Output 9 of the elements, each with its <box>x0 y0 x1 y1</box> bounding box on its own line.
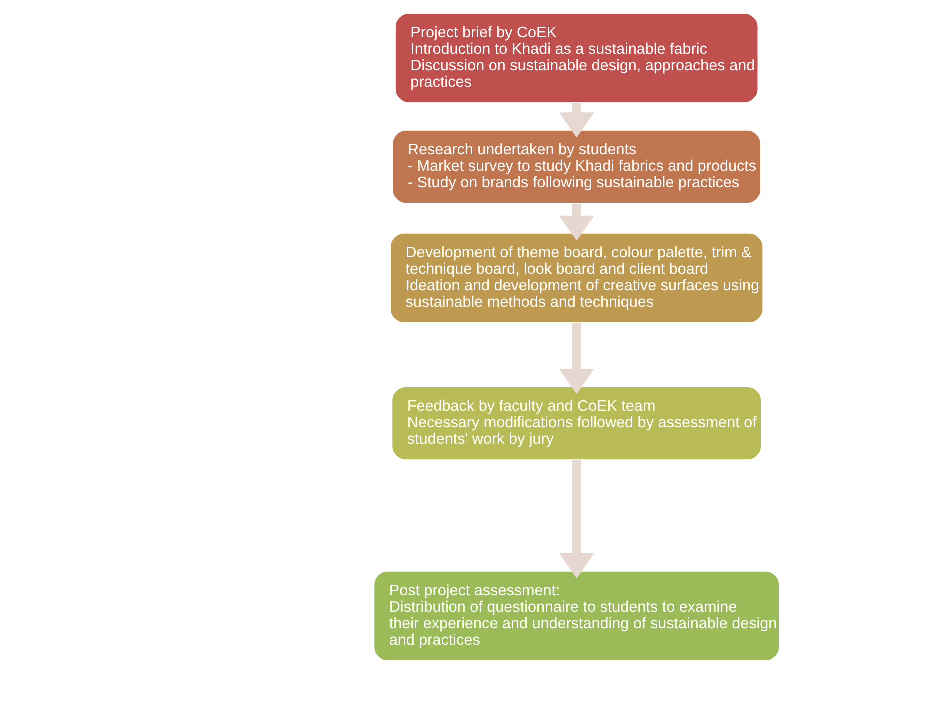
arrow <box>559 322 594 394</box>
arrow <box>559 460 594 578</box>
node-box: Development of theme board, colour palette, trim & technique board, look board and client board Ideation and development of creative surfaces using sustainable methods and techniques <box>390 232 764 324</box>
node-box: Feedback by faculty and CoEK team Necessary modifications followed by assessment of students' work by jury <box>392 386 762 460</box>
arrow <box>559 102 594 138</box>
node-box: Post project assessment: Distribution of questionnaire to students to examine their experience and understanding of sustainable design and practices <box>374 570 780 662</box>
arrow <box>559 203 594 240</box>
node-box: Project brief by CoEK Introduction to Khadi as a sustainable fabric Discussion on sustainable design, approaches and practices <box>394 12 759 104</box>
node-box: Research undertaken by students - Market survey to study Khadi fabrics and products - Study on brands following sustainable practices <box>392 129 762 204</box>
